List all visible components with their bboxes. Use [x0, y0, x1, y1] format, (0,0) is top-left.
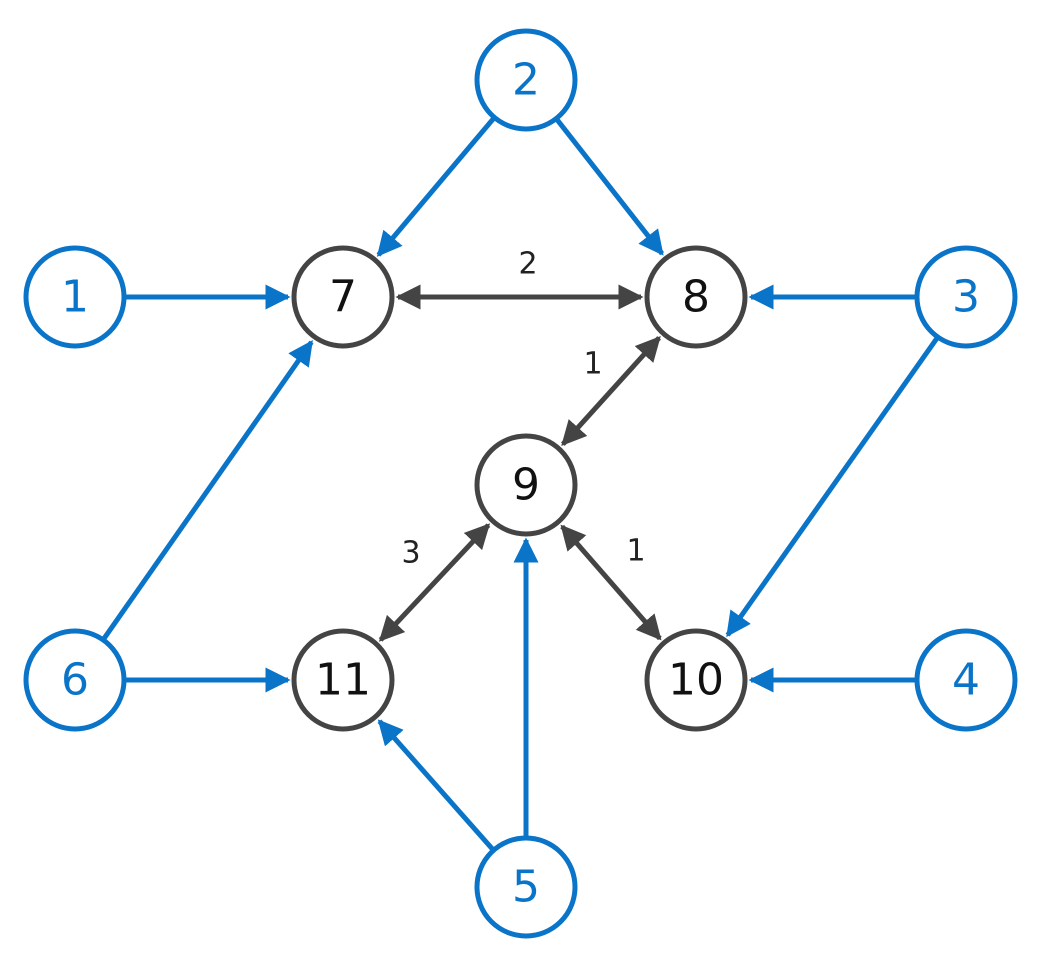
node-circle-10: [644, 628, 748, 732]
node-circle-1: [23, 245, 127, 349]
node-label-5: 5: [512, 862, 540, 913]
node-label-2: 2: [512, 55, 540, 106]
node-circle-9: [474, 433, 578, 537]
edges-layer: [101, 115, 940, 852]
node-label-10: 10: [668, 655, 724, 706]
edge-label-9-10: 1: [626, 534, 645, 569]
node-5: 5: [474, 835, 578, 939]
node-circle-11: [291, 628, 395, 732]
node-2: 2: [474, 28, 578, 132]
edge-8-9: [561, 335, 661, 447]
node-label-8: 8: [682, 272, 710, 323]
node-circle-2: [474, 28, 578, 132]
node-circle-3: [914, 245, 1018, 349]
edge-label-7-8: 2: [518, 247, 537, 282]
node-label-1: 1: [61, 272, 89, 323]
node-4: 4: [914, 628, 1018, 732]
edge-2-8: [554, 117, 665, 256]
edge-9-11: [378, 523, 491, 642]
node-9: 9: [474, 433, 578, 537]
node-8: 8: [644, 245, 748, 349]
edge-label-8-9: 1: [583, 347, 602, 382]
node-circle-6: [23, 628, 127, 732]
edge-2-7: [376, 115, 497, 257]
node-circle-8: [644, 245, 748, 349]
edge-9-10: [560, 524, 662, 641]
node-7: 7: [291, 245, 395, 349]
node-circle-4: [914, 628, 1018, 732]
node-10: 10: [644, 628, 748, 732]
node-6: 6: [23, 628, 127, 732]
node-label-3: 3: [952, 272, 980, 323]
node-1: 1: [23, 245, 127, 349]
node-circle-7: [291, 245, 395, 349]
node-label-6: 6: [61, 655, 89, 706]
node-label-11: 11: [315, 655, 371, 706]
node-3: 3: [914, 245, 1018, 349]
edge-labels-layer: 2 1 3 1: [401, 247, 645, 571]
edge-5-11: [377, 719, 496, 852]
node-circle-5: [474, 835, 578, 939]
edge-3-10: [725, 335, 940, 638]
node-label-7: 7: [329, 272, 357, 323]
node-label-9: 9: [512, 460, 540, 511]
node-11: 11: [291, 628, 395, 732]
edge-6-7: [101, 340, 314, 642]
edge-label-9-11: 3: [401, 536, 420, 571]
node-label-4: 4: [952, 655, 980, 706]
